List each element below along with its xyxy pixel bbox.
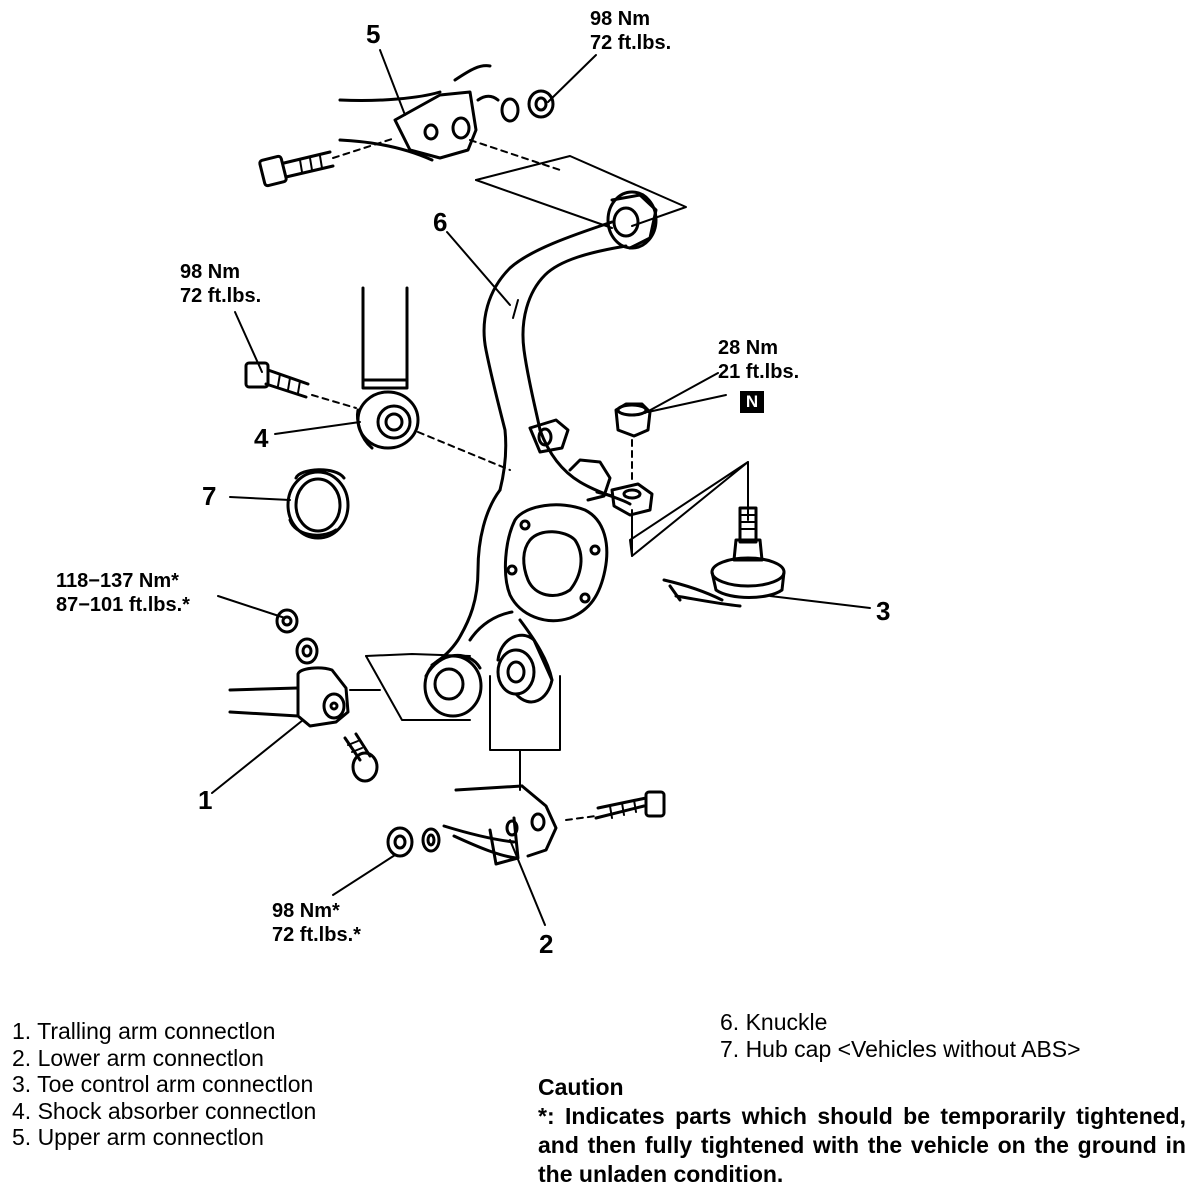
legend-item-7: 7. Hub cap <Vehicles without ABS> [720,1035,1081,1062]
torque-upper-arm-nm: 98 Nm [590,8,651,30]
callout-1: 1 [198,785,213,815]
legend-left: 1. Tralling arm connectlon 2. Lower arm … [12,1018,316,1151]
hub-cap [286,468,350,540]
torque-shock-nm: 98 Nm [180,261,241,283]
shock-absorber [244,286,511,471]
lower-arm [386,675,666,866]
legend-item-2: 2. Lower arm connectlon [12,1044,264,1071]
legend-item-3: 3. Toe control arm connectlon [12,1071,314,1097]
caution-title: Caution [538,1074,624,1100]
torque-trailing-arm-nm: 118−137 Nm* [56,570,179,592]
torque-shock-ftlbs: 72 ft.lbs. [180,285,262,307]
legend-item-6: 6. Knuckle [720,1009,828,1035]
torque-lower-arm-nm: 98 Nm* [272,900,340,922]
callout-7: 7 [202,481,217,511]
callout-5: 5 [366,19,381,49]
callout-2: 2 [539,929,554,959]
callout-3: 3 [876,596,891,626]
callout-6: 6 [433,207,448,237]
torque-toe-control: 28 Nm 21 ft.lbs. [718,336,799,384]
legend-right: 6. Knuckle 7. Hub cap <Vehicles without … [720,1009,1081,1062]
new-part-marker: N [740,391,764,413]
torque-lower-arm: 98 Nm* 72 ft.lbs.* [272,899,361,947]
torque-toe-control-nm: 28 Nm [718,337,779,359]
legend-item-4: 4. Shock absorber connectlon [12,1097,317,1124]
torque-upper-arm: 98 Nm 72 ft.lbs. [590,7,671,55]
legend-item-1: 1. Tralling arm connectlon [12,1018,276,1044]
upper-arm-assembly [258,64,561,188]
toe-control-arm [614,402,786,608]
torque-toe-control-ftlbs: 21 ft.lbs. [718,361,800,383]
torque-shock: 98 Nm 72 ft.lbs. [180,260,261,308]
torque-trailing-arm: 118−137 Nm* 87−101 ft.lbs.* [56,569,190,617]
caution-text: *: Indicates parts which should be tempo… [538,1103,1186,1187]
knuckle [423,190,658,718]
callout-4: 4 [254,423,269,453]
torque-trailing-arm-ftlbs: 87−101 ft.lbs.* [56,594,190,616]
torque-upper-arm-ftlbs: 72 ft.lbs. [590,32,672,54]
torque-lower-arm-ftlbs: 72 ft.lbs.* [272,924,361,946]
legend-item-5: 5. Upper arm connectlon [12,1124,264,1150]
trailing-arm [228,608,471,783]
knuckle-exploded-diagram [211,49,871,926]
